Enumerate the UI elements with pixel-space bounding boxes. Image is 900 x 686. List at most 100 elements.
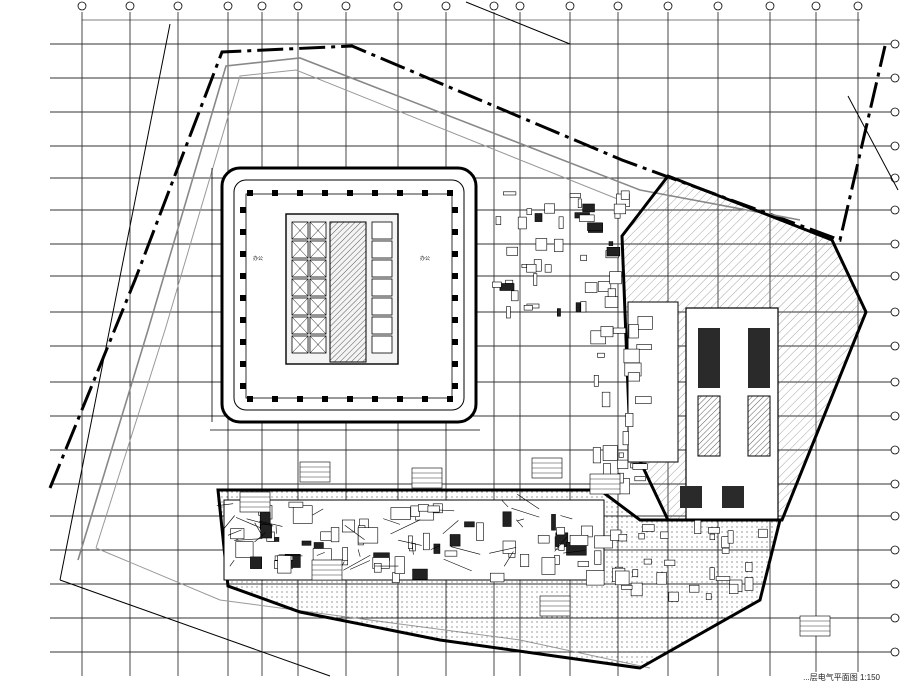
equipment-box: [541, 557, 556, 575]
equipment-box: [511, 290, 519, 302]
equipment-box: [260, 524, 272, 539]
column: [297, 396, 303, 402]
equipment-box: [638, 532, 645, 540]
equipment-box: [744, 577, 754, 591]
grid-bubble: [890, 141, 900, 151]
equipment-box: [558, 216, 564, 229]
column: [347, 396, 353, 402]
equipment-box: [292, 505, 313, 524]
core-cell-cross: [309, 259, 327, 278]
setback-line-inner: [95, 69, 621, 549]
core-cell-cross: [309, 221, 327, 240]
core-cell-cross: [291, 240, 309, 259]
column: [240, 361, 246, 367]
equipment-box: [520, 554, 530, 567]
equipment-box: [288, 501, 304, 508]
diagonal-reference-line-2: [465, 1, 571, 45]
site-boundary-line: [48, 44, 887, 489]
conduit-line: [229, 560, 235, 567]
equipment-box: [618, 533, 628, 542]
equipment-box: [569, 193, 581, 199]
core-cell: [371, 335, 393, 354]
equipment-box: [601, 391, 611, 408]
column: [422, 190, 428, 196]
equipment-box: [612, 327, 626, 334]
column: [397, 396, 403, 402]
grid-bubble: [890, 239, 900, 249]
grid-bubble: [257, 1, 267, 11]
conduit-line: [383, 518, 401, 525]
grid-bubble: [515, 1, 525, 11]
core-cells: [291, 221, 393, 354]
equipment-box: [390, 507, 411, 520]
equipment-box: [656, 572, 667, 585]
equipment-box: [622, 431, 629, 446]
grid-bubble: [393, 1, 403, 11]
equipment-box: [707, 527, 720, 534]
equipment-block: [680, 486, 702, 508]
legend-table: [299, 461, 331, 483]
equipment-box: [544, 264, 552, 273]
conduit-line: [398, 539, 422, 546]
column: [272, 396, 278, 402]
equipment-box: [341, 519, 355, 533]
column: [452, 317, 458, 323]
column: [452, 361, 458, 367]
equipment-box: [417, 504, 429, 512]
equipment-box: [427, 505, 440, 513]
core-cell-cross: [291, 278, 309, 297]
equipment-box: [597, 352, 605, 358]
column: [272, 190, 278, 196]
conduit-line: [254, 522, 263, 536]
equipment-box: [235, 541, 254, 558]
grid-bubble: [890, 39, 900, 49]
equipment-box: [558, 543, 565, 551]
equipment-box: [392, 572, 400, 583]
grid-bubble: [613, 1, 623, 11]
equipment-box: [506, 246, 518, 256]
equipment-box: [526, 208, 532, 215]
middle-equipment: [239, 190, 831, 637]
conduit-line: [560, 515, 573, 520]
column: [247, 190, 253, 196]
equipment-block: [747, 395, 771, 457]
conduit-line: [222, 515, 235, 531]
core-cell: [371, 221, 393, 240]
column: [240, 273, 246, 279]
equipment-box: [637, 316, 653, 330]
equipment-box: [617, 459, 629, 469]
grid-bubble: [293, 1, 303, 11]
equipment-box: [412, 568, 428, 580]
grid-bubble: [890, 341, 900, 351]
equipment-block: [748, 328, 770, 388]
conduit-line: [439, 509, 455, 512]
equipment-box: [230, 528, 245, 540]
conduit-line: [450, 546, 481, 555]
equipment-box: [600, 326, 614, 338]
equipment-box: [604, 296, 619, 308]
grid-bubble: [713, 1, 723, 11]
equipment-box: [597, 281, 612, 292]
equipment-box: [556, 308, 561, 317]
grid-bubble: [890, 173, 900, 183]
conduit-line: [259, 520, 283, 527]
column: [240, 229, 246, 235]
conduit-line: [517, 518, 525, 522]
drawing-title: ...层电气平面图 1:150: [801, 672, 882, 683]
equipment-box: [621, 584, 633, 590]
column: [322, 396, 328, 402]
core-cell: [371, 240, 393, 259]
conduit-line: [246, 518, 274, 527]
equipment-box: [643, 558, 652, 565]
column: [372, 190, 378, 196]
equipment-box: [575, 302, 581, 313]
legend-table: [411, 467, 443, 489]
equipment-box: [689, 584, 700, 593]
conduit-line: [501, 500, 509, 508]
core-cell-cross: [291, 297, 309, 316]
equipment-box: [423, 532, 430, 551]
equipment-box: [606, 247, 621, 257]
equipment-box: [635, 396, 652, 404]
equipment-box: [627, 372, 641, 382]
